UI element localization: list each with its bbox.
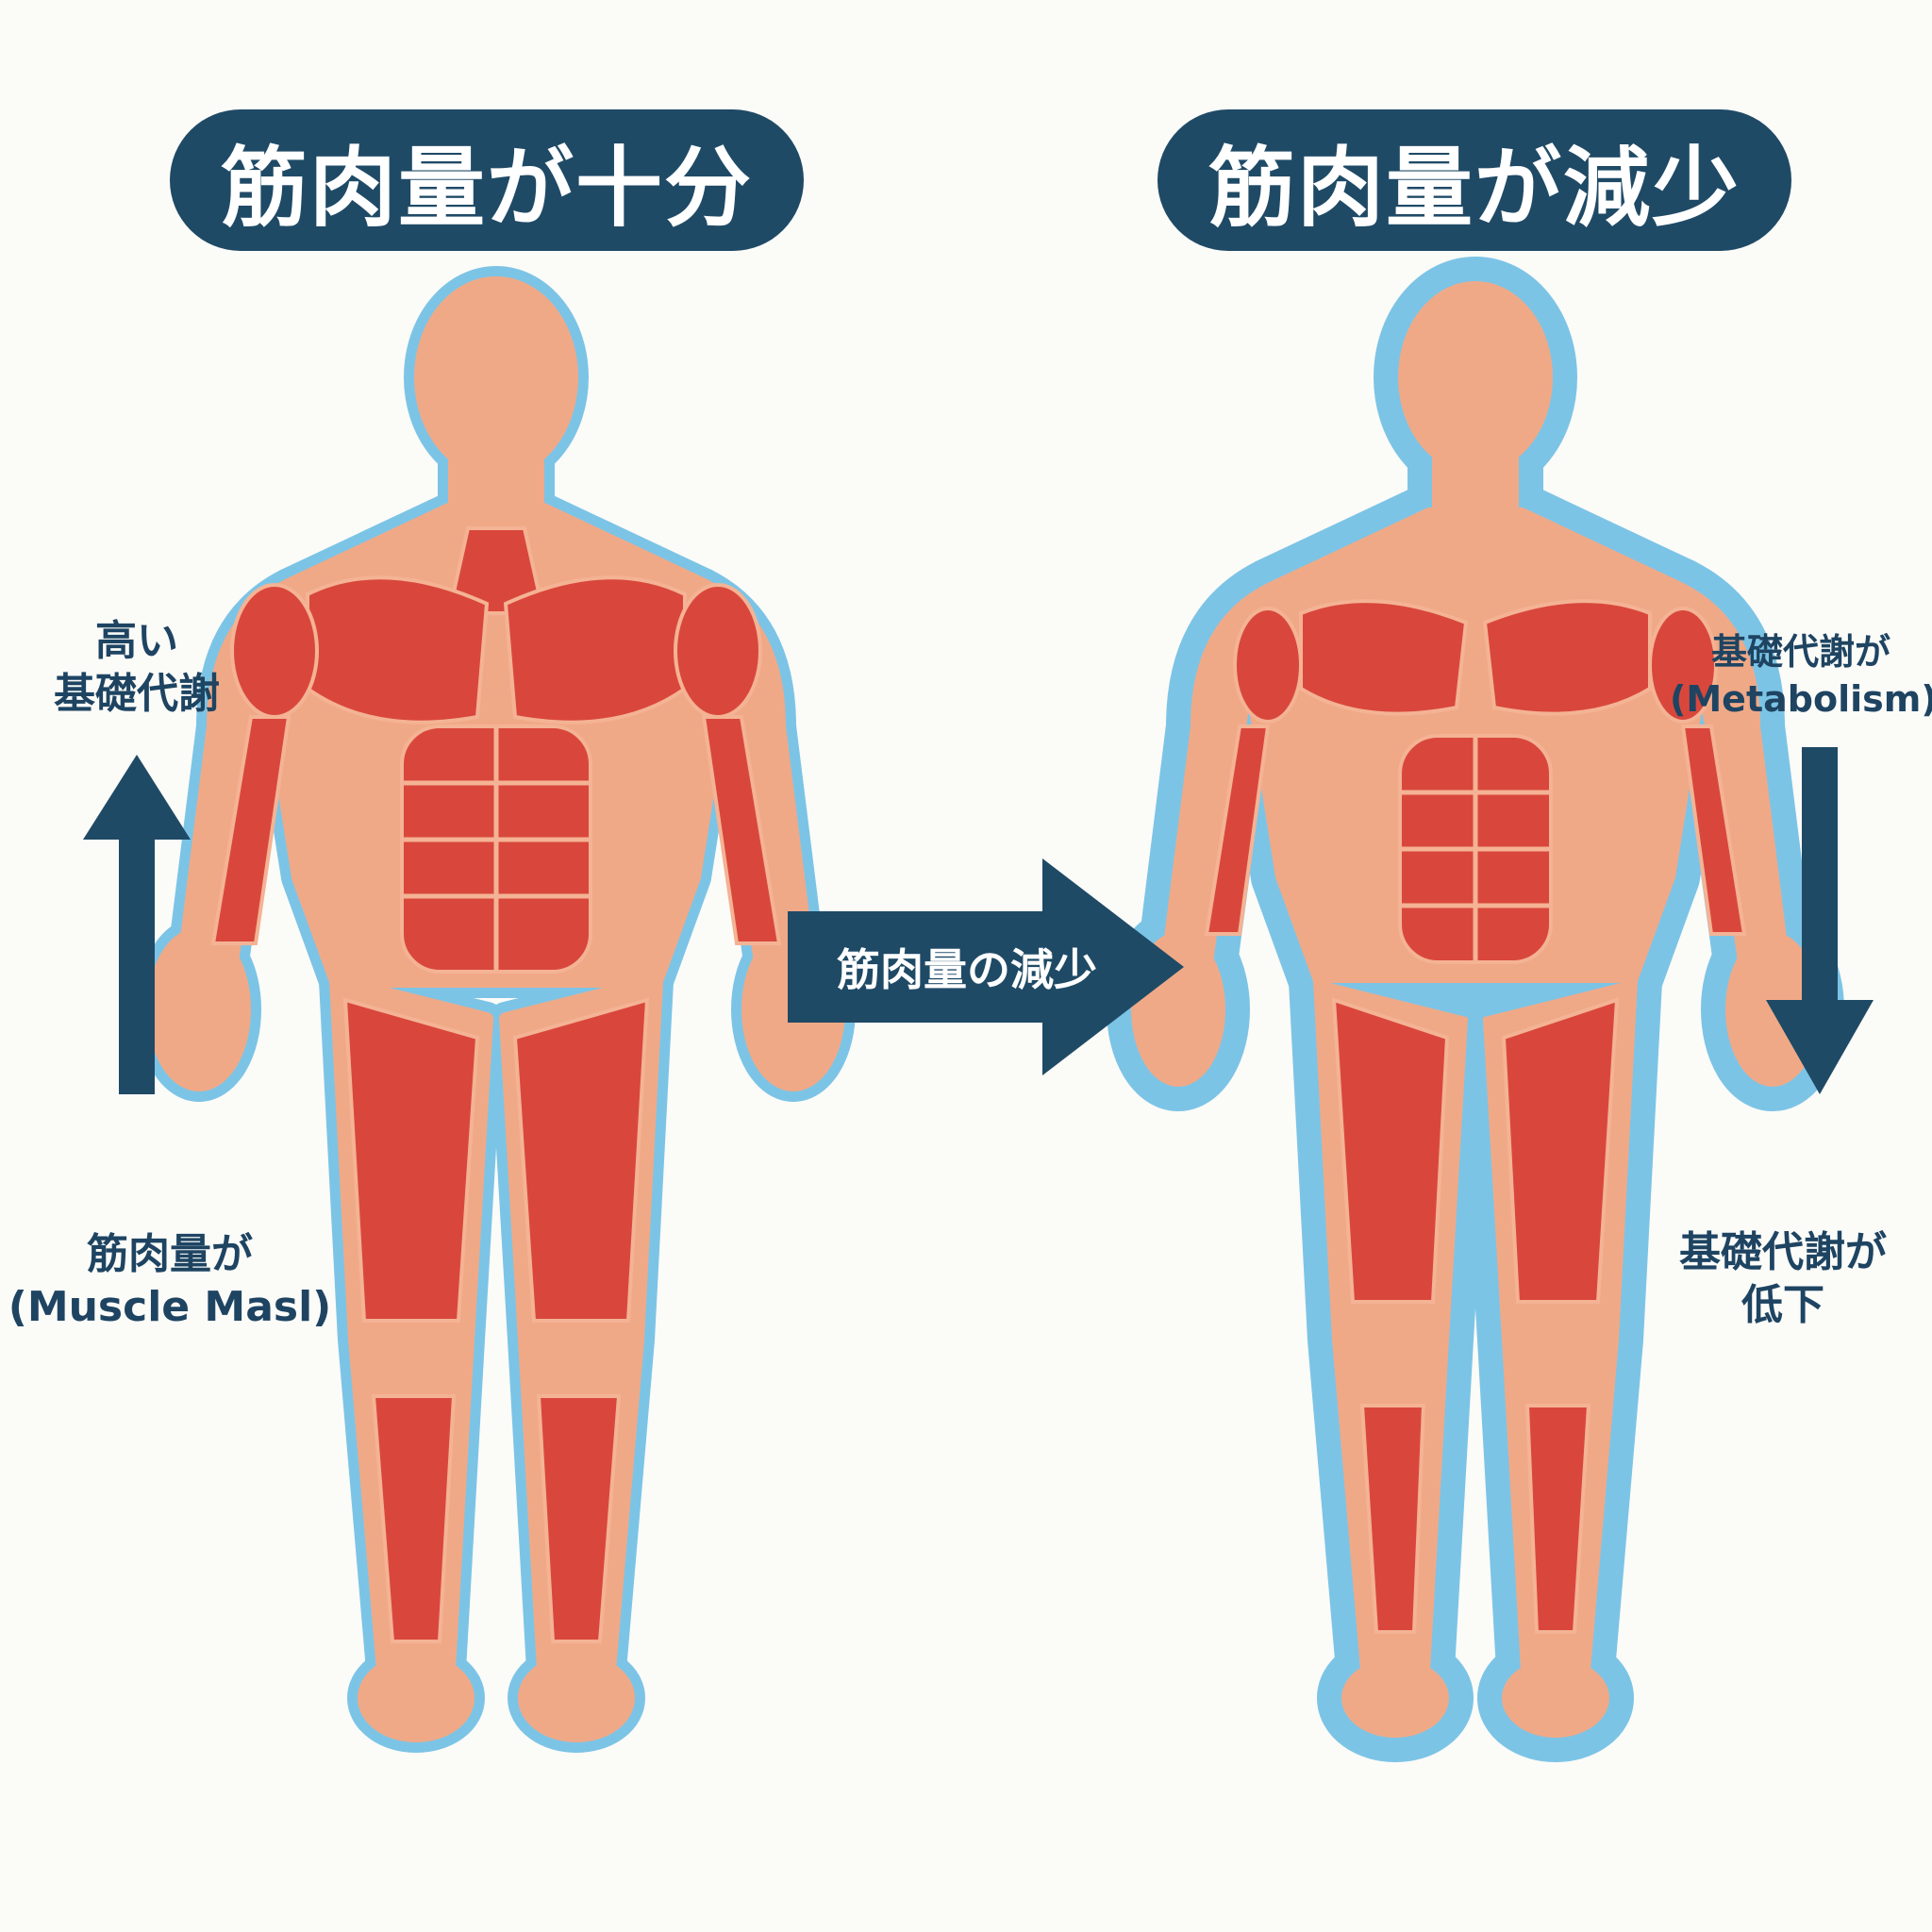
up-arrow-icon <box>83 755 191 1094</box>
label-muscle-mass: 筋肉量が (Muscle Masl) <box>8 1230 332 1331</box>
label-high-metabolism: 高い 基礎代謝 <box>54 617 220 718</box>
transition-label: 筋肉量の減少 <box>837 944 1097 995</box>
abs-lines-left <box>402 726 591 972</box>
title-sufficient: 筋肉量が十分 <box>220 137 753 239</box>
label-metabolism: 基礎代謝が (Metabolism) <box>1670 631 1932 720</box>
abs-lines-right <box>1400 736 1551 962</box>
title-decreased: 筋肉量が減少 <box>1208 137 1740 239</box>
figure-decreased-muscle <box>1133 283 1818 1736</box>
label-metabolism-decrease: 基礎代謝が 低下 <box>1679 1228 1887 1329</box>
down-arrow-icon <box>1766 747 1874 1094</box>
title-pill-sufficient: 筋肉量が十分 <box>170 109 804 251</box>
figure-sufficient-muscle <box>154 283 839 1736</box>
title-pill-decreased: 筋肉量が減少 <box>1158 109 1791 251</box>
right-arrow-icon <box>788 858 1184 1075</box>
